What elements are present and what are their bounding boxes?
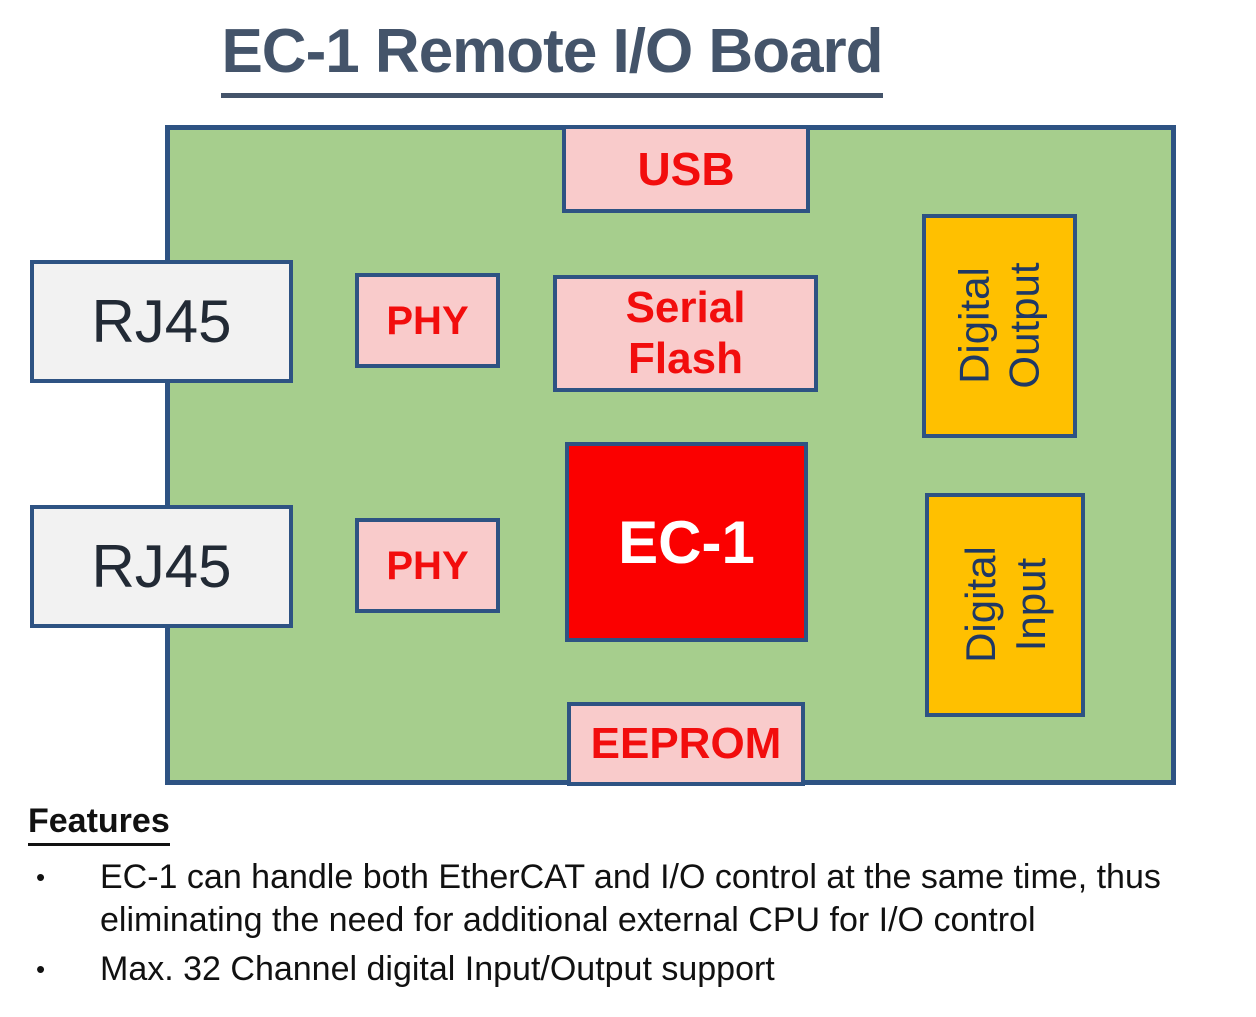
block-digital-input-line2: Input	[1006, 558, 1053, 652]
bullet-icon: •	[36, 862, 46, 892]
feature-text: EC-1 can handle both EtherCAT and I/O co…	[100, 858, 1161, 939]
page-title: EC-1 Remote I/O Board	[221, 16, 884, 98]
block-ec1-label: EC-1	[618, 508, 755, 576]
block-digital-output-label: Digital Output	[950, 263, 1049, 389]
block-phy-bottom-label: PHY	[386, 543, 469, 588]
block-rj45-top-label: RJ45	[91, 288, 232, 355]
block-phy-top: PHY	[355, 273, 500, 368]
feature-item: • Max. 32 Channel digital Input/Output s…	[28, 948, 1248, 991]
block-rj45-top: RJ45	[30, 260, 293, 383]
features-heading: Features	[28, 802, 170, 846]
bullet-icon: •	[36, 954, 46, 984]
block-digital-input-line1: Digital	[956, 546, 1004, 664]
title-wrap: EC-1 Remote I/O Board	[0, 16, 1104, 98]
block-rj45-bottom-label: RJ45	[91, 533, 232, 600]
feature-text: Max. 32 Channel digital Input/Output sup…	[100, 950, 775, 988]
block-digital-output-line1: Digital	[950, 267, 998, 385]
block-eeprom-label: EEPROM	[590, 718, 782, 768]
block-usb-label: USB	[637, 142, 735, 195]
block-digital-output: Digital Output	[922, 214, 1077, 438]
block-usb: USB	[562, 125, 810, 213]
block-eeprom: EEPROM	[567, 702, 805, 786]
block-serial-flash: Serial Flash	[553, 275, 818, 392]
block-digital-input-label: Digital Input	[955, 547, 1054, 664]
block-phy-top-label: PHY	[386, 298, 469, 343]
block-serial-flash-line1: Serial	[625, 282, 746, 332]
block-rj45-bottom: RJ45	[30, 505, 293, 628]
block-ec1: EC-1	[565, 442, 808, 642]
feature-item: • EC-1 can handle both EtherCAT and I/O …	[28, 856, 1248, 942]
block-serial-flash-line2: Flash	[628, 333, 743, 383]
block-phy-bottom: PHY	[355, 518, 500, 613]
block-digital-output-line2: Output	[1000, 262, 1048, 390]
block-digital-input: Digital Input	[925, 493, 1085, 717]
features-section: Features • EC-1 can handle both EtherCAT…	[28, 802, 1248, 997]
